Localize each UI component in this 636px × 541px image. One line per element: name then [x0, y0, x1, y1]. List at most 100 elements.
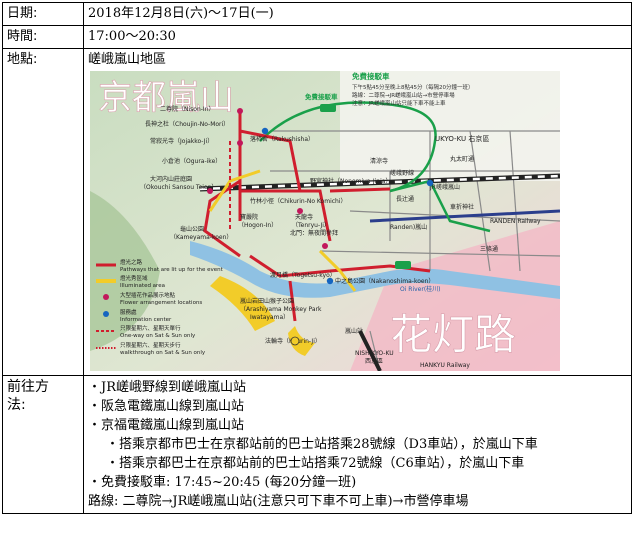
place-value: 嵯峨嵐山地區	[88, 52, 167, 67]
illuminated-area-horin	[288, 326, 315, 356]
legend-illum: 燈光秀區域	[120, 274, 148, 282]
label-tenryu-1: 天龍寺	[295, 213, 313, 221]
access-row: 前往方 法: ・JR嵯峨野線到嵯峨嵐山站 ・阪急電鐵嵐山線到嵐山站 ・京福電鐵嵐…	[2, 375, 632, 514]
access-line-1: ・JR嵯峨野線到嵯峨嵐山站	[88, 380, 246, 395]
randen-railway	[369, 209, 560, 223]
access-route: 路線: 二尊院→JR嵯峨嵐山站(注意只可下車不可上車)→市營停車場	[88, 494, 469, 509]
access-value: ・JR嵯峨野線到嵯峨嵐山站 ・阪急電鐵嵐山線到嵐山站 ・京福電鐵嵐山線到嵐山站 …	[83, 375, 632, 514]
label-kurumazaki: 車折神社	[450, 203, 474, 211]
legend-info-icon	[103, 311, 109, 317]
access-label-2: 法:	[7, 397, 26, 413]
label-kameyama-1: 龜山公園	[180, 225, 204, 233]
label-jojakko: 常寂光寺（Jojakko-Ji）	[150, 137, 213, 145]
label-monkey-3: Iwatayama）	[250, 314, 289, 321]
label-nakanoshima: 中之島公園（Nakanoshima-koen）	[335, 277, 434, 285]
label-nonomiya: 野宮神社（Nonomiya-Jinja）	[310, 177, 391, 185]
map-panel	[340, 71, 560, 181]
event-info-table: 日期: 2018年12月8日(六)～17日(一) 時間: 17:00～20:30…	[2, 2, 632, 514]
info-center-icon	[426, 179, 434, 187]
shuttle-route	[259, 101, 437, 193]
label-road-nagatsuji: 長辻通	[396, 195, 414, 203]
legend-info-en: Information center	[120, 317, 172, 323]
time-row: 時間: 17:00～20:30	[2, 25, 632, 49]
access-bus-2: ・搭乘京都巴士在京都站前的巴士站搭乘72號線（C6車站），於嵐山下車	[106, 456, 525, 471]
label-nishikyo-2: 西京區	[365, 357, 383, 365]
map-legend: 燈光之路 Pathways that are lit up for the ev…	[96, 258, 224, 356]
access-shuttle: ・免費接駁車: 17:45~20:45 (每20分鐘一班)	[88, 475, 357, 490]
time-value: 17:00～20:30	[83, 25, 632, 49]
label-chikurin: 竹林小徑（Chikurin-No Komichi）	[250, 197, 347, 205]
area-map: 京都嵐山 花灯路 免費接駁車 下午5點45分至晚上8點45分（每隔20分鐘一班）…	[90, 71, 560, 371]
legend-path: 燈光之路	[120, 258, 143, 266]
label-road-seiryo: 清涼寺	[370, 157, 388, 165]
label-randen-st: Randen)嵐山	[390, 223, 427, 231]
access-label-1: 前往方	[7, 379, 49, 395]
label-togetsu: 渡月橋（Togetsu-kyo）	[270, 271, 336, 279]
flower-marker-icon	[207, 188, 213, 194]
illumination-icon	[290, 336, 300, 346]
label-hankyu: HANKYU Railway	[420, 362, 470, 369]
label-marutamachi: 丸太町通	[450, 155, 474, 163]
shuttle-bus-icon	[320, 104, 336, 112]
label-randen-rail: RANDEN Railway	[490, 218, 541, 225]
place-row: 地點: 嵯峨嵐山地區	[2, 48, 632, 376]
info-center-icon	[326, 277, 334, 285]
label-sagano-line: 嵯峨野線	[390, 169, 414, 177]
shuttle-bus-icon-2	[395, 261, 411, 269]
flower-marker-icon	[237, 108, 243, 114]
legend-path-en: Pathways that are lit up for the event	[120, 267, 224, 273]
label-monkey-1: 嵐山岩田山猴子公園	[240, 297, 294, 305]
label-hogon-2: （Hogon-In）	[238, 222, 277, 229]
date-value: 2018年12月8日(六)～17日(一)	[83, 2, 632, 26]
access-line-2: ・阪急電鐵嵐山線到嵐山站	[88, 399, 245, 414]
area-map-svg: 京都嵐山 花灯路 免費接駁車 下午5點45分至晚上8點45分（每隔20分鐘一班）…	[90, 71, 560, 371]
label-sanjo: 三條通	[480, 245, 498, 253]
label-nishikyo-1: NISHIKYO-KU	[355, 350, 394, 357]
label-ukyo: UKYO-KU 右京區	[435, 134, 489, 143]
place-label: 地點:	[2, 48, 84, 376]
map-title-left: 京都嵐山	[98, 78, 234, 118]
hankyu-railway	[358, 330, 382, 371]
map-title-right: 花灯路	[390, 310, 516, 359]
legend-illum-en: Illuminated area	[120, 283, 165, 289]
shuttle-note-1: 下午5點45分至晚上8點45分（每隔20分鐘一班）	[352, 83, 474, 91]
poi-markers	[207, 108, 434, 346]
shuttle-title: 免費接駁車	[352, 71, 390, 81]
label-tenryu-2: （Tenryu-Ji）	[292, 222, 330, 229]
legend-flower-en: Flower arrangement locations	[120, 300, 202, 306]
oi-river	[190, 241, 560, 299]
label-okouchi-1: 大河内山莊庭園	[150, 175, 192, 183]
legend-flower-icon	[103, 294, 109, 300]
date-label: 日期:	[2, 2, 84, 26]
mountain-area	[90, 191, 160, 351]
shuttle-bus-label: 免費接駁車	[305, 92, 338, 101]
shuttle-note-2: 路線：二尊院→JR嵯峨嵐山站→市營停車場	[352, 91, 455, 99]
label-arashiyama-st: 嵐山站	[345, 327, 363, 335]
road-network	[270, 130, 560, 371]
label-hogon-1: 寶嚴院	[240, 213, 258, 221]
legend-walk-en: walkthrough on Sat & Sun only	[120, 350, 206, 356]
info-center-icon	[261, 127, 269, 135]
legend-oneway-en: One-way on Sat & Sun only	[120, 333, 196, 339]
label-oiriver: Oi River(桂川)	[400, 285, 441, 293]
legend-info: 服務處	[120, 308, 137, 316]
legend-walk: 只限星期六、星期天步行	[120, 341, 181, 349]
date-row: 日期: 2018年12月8日(六)～17日(一)	[2, 2, 632, 26]
label-nison: 二尊院（Nison-In）	[160, 105, 215, 113]
label-monkey-2: （Arashiyama Monkey Park	[240, 306, 322, 313]
label-rakushisha: 落柿舍（Rakushisha）	[250, 135, 314, 143]
legend-oneway: 只限星期六、星期天單行	[120, 324, 181, 332]
illuminated-area-river	[210, 276, 275, 331]
flower-marker-icon	[297, 208, 303, 214]
label-ogura: 小倉池（Ogura-ike）	[162, 157, 221, 165]
flower-marker-icon	[237, 140, 243, 146]
label-okouchi-2: （Okouchi Sansou Teien）	[140, 184, 217, 191]
pink-area	[350, 221, 560, 371]
access-bus-1: ・搭乘京都市巴士在京都站前的巴士站搭乘28號線（D3車站），於嵐山下車	[106, 437, 538, 452]
label-tenryu-3: 北門：無夜間參拜	[290, 229, 338, 237]
legend-flower: 大型插花作品展示地點	[120, 291, 176, 299]
flower-marker-icon	[322, 243, 328, 249]
time-label: 時間:	[2, 25, 84, 49]
access-line-3: ・京福電鐵嵐山線到嵐山站	[88, 418, 245, 433]
label-choujin: 長神之杜（Choujin-No-Mori）	[145, 120, 229, 128]
